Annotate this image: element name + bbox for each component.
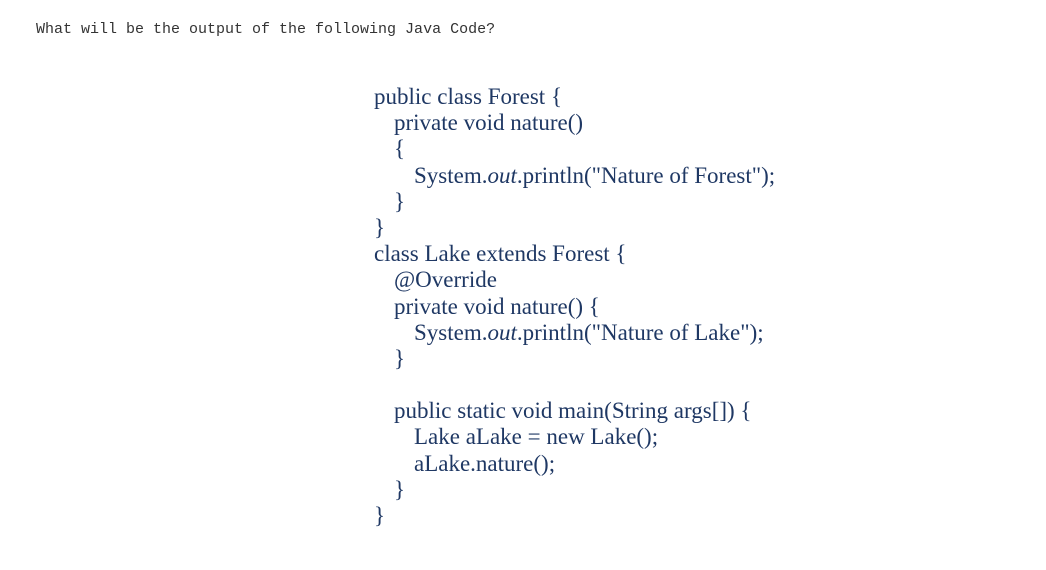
- code-line-17: }: [374, 503, 386, 528]
- code-line-4: System.out.println("Nature of Forest");: [374, 163, 775, 189]
- code-line-15: aLake.nature();: [414, 450, 556, 476]
- java-code-block: public class Forest { private void natur…: [374, 84, 775, 529]
- code-line-4-suffix: .println("Nature of Forest");: [516, 162, 776, 188]
- code-line-4-prefix: System.: [414, 162, 488, 188]
- code-line-14: Lake aLake = new Lake();: [414, 424, 659, 450]
- code-line-1: public class Forest {: [374, 84, 562, 109]
- code-line-16: }: [394, 476, 406, 502]
- code-line-11: }: [394, 345, 406, 371]
- code-line-5: }: [394, 188, 406, 214]
- code-line-10-suffix: .println("Nature of Lake");: [516, 319, 764, 345]
- code-line-4-out: out: [487, 162, 517, 188]
- question-text: What will be the output of the following…: [36, 21, 496, 38]
- code-line-13: public static void main(String args[]) {: [394, 398, 752, 424]
- code-line-8: @Override: [394, 267, 497, 293]
- code-line-7: class Lake extends Forest {: [374, 241, 627, 267]
- code-line-10-prefix: System.: [414, 319, 488, 345]
- code-line-12-blank: [374, 372, 775, 398]
- code-line-10: System.out.println("Nature of Lake");: [374, 320, 775, 346]
- code-line-3: {: [394, 136, 406, 162]
- code-line-9: private void nature() {: [394, 293, 600, 319]
- code-line-2: private void nature(): [394, 110, 584, 136]
- code-line-10-out: out: [487, 319, 517, 345]
- code-line-6: }: [374, 214, 386, 240]
